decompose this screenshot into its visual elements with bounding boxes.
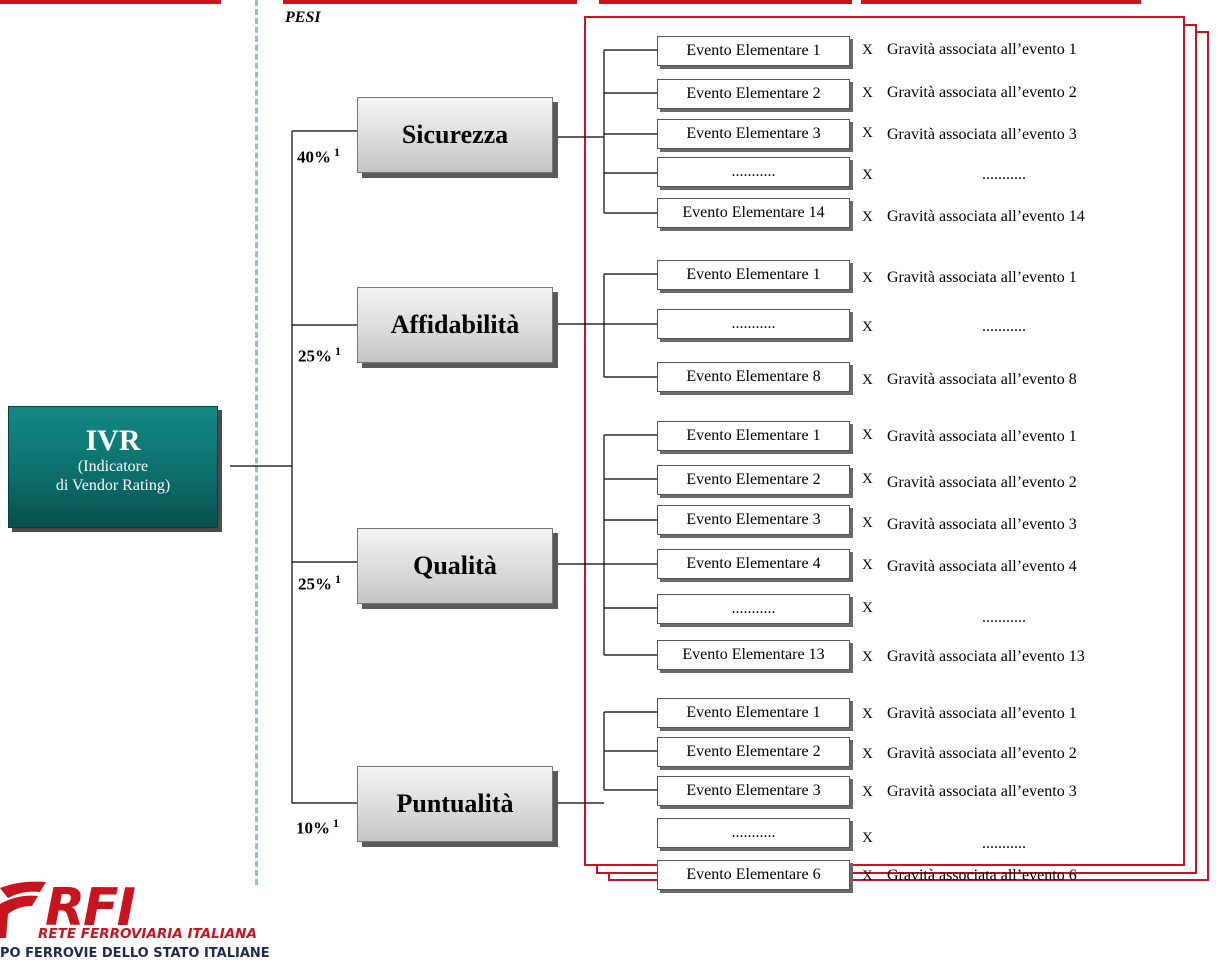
ivr-title: IVR [85,424,141,457]
category-label: Qualità [413,551,497,580]
multiply-sign: X [862,706,873,722]
event-box: Evento Elementare 3 [657,505,850,535]
event-box: Evento Elementare 13 [657,640,850,670]
event-box: Evento Elementare 8 [657,362,850,392]
gravity-text: Gravità associata all’evento 1 [887,428,1077,445]
gravity-text: Gravità associata all’evento 1 [887,41,1077,58]
weight-sicurezza: 40%1 [297,145,340,167]
multiply-sign: X [862,372,873,388]
multiply-sign: X [862,209,873,225]
event-box: Evento Elementare 2 [657,737,850,767]
category-label: Sicurezza [401,120,509,149]
ivr-root-box: IVR (Indicatore di Vendor Rating) [8,406,218,528]
multiply-sign: X [862,600,873,616]
gravity-text: Gravità associata all’evento 3 [887,126,1077,143]
event-box: ........... [657,818,850,848]
rfi-logo-mark-icon [0,881,46,938]
weight-qualita: 25%1 [298,572,341,594]
top-bar-4 [861,0,1141,4]
multiply-sign: X [862,557,873,573]
multiply-sign: X [862,125,873,141]
event-box: Evento Elementare 3 [657,776,850,806]
ivr-subtitle-line1: (Indicatore [77,458,149,475]
event-box: Evento Elementare 2 [657,79,850,109]
multiply-sign: X [862,427,873,443]
pesi-label: PESI [285,9,321,26]
multiply-sign: X [862,319,873,335]
gravity-text: Gravità associata all’evento 1 [887,705,1077,722]
gravity-text: ........... [982,835,1026,852]
category-puntualita: Puntualità [357,766,553,842]
gravity-text: Gravità associata all’evento 13 [887,648,1085,665]
gravity-text: Gravità associata all’evento 2 [887,474,1077,491]
gravity-text: Gravità associata all’evento 1 [887,269,1077,286]
multiply-sign: X [862,270,873,286]
event-box: Evento Elementare 6 [657,860,850,890]
weight-puntualita: 10%1 [296,816,339,838]
gravity-text: Gravità associata all’evento 14 [887,208,1085,225]
gravity-text: ........... [982,609,1026,626]
event-box: ........... [657,309,850,339]
weight-affidabilita: 25%1 [298,344,341,366]
event-box: Evento Elementare 1 [657,698,850,728]
event-box: Evento Elementare 14 [657,198,850,228]
divider-dashed-line [255,0,258,885]
multiply-sign: X [862,649,873,665]
gravity-text: Gravità associata all’evento 2 [887,84,1077,101]
multiply-sign: X [862,515,873,531]
gravity-text: Gravità associata all’evento 3 [887,783,1077,800]
gravity-text: Gravità associata all’evento 2 [887,745,1077,762]
multiply-sign: X [862,784,873,800]
event-box: Evento Elementare 4 [657,549,850,579]
gravity-text: Gravità associata all’evento 8 [887,371,1077,388]
multiply-sign: X [862,746,873,762]
multiply-sign: X [862,471,873,487]
top-bar-2 [283,0,577,4]
category-qualita: Qualità [357,528,553,604]
category-label: Affidabilità [390,310,520,339]
category-sicurezza: Sicurezza [357,97,553,173]
event-box: Evento Elementare 1 [657,260,850,290]
rfi-logo-text: RFI [45,878,136,938]
gravity-text: ........... [982,166,1026,183]
ivr-subtitle-line2: di Vendor Rating) [55,477,171,494]
top-bar-3 [599,0,852,4]
multiply-sign: X [862,42,873,58]
gravity-text: Gravità associata all’evento 6 [887,867,1077,884]
gravity-text: Gravità associata all’evento 3 [887,516,1077,533]
rfi-logo-group-line: PO FERROVIE DELLO STATO ITALIANE [0,946,270,961]
event-box: Evento Elementare 1 [657,36,850,66]
multiply-sign: X [862,167,873,183]
event-box: ........... [657,594,850,624]
category-affidabilita: Affidabilità [357,287,553,363]
category-label: Puntualità [396,789,514,818]
event-box: Evento Elementare 3 [657,119,850,149]
gravity-text: ........... [982,318,1026,335]
event-box: ........... [657,157,850,187]
multiply-sign: X [862,85,873,101]
rfi-logo-subtitle: RETE FERROVIARIA ITALIANA [38,926,257,942]
event-box: Evento Elementare 1 [657,421,850,451]
top-bar-1 [0,0,221,4]
gravity-text: Gravità associata all’evento 4 [887,558,1077,575]
multiply-sign: X [862,830,873,846]
event-box: Evento Elementare 2 [657,465,850,495]
multiply-sign: X [862,868,873,884]
